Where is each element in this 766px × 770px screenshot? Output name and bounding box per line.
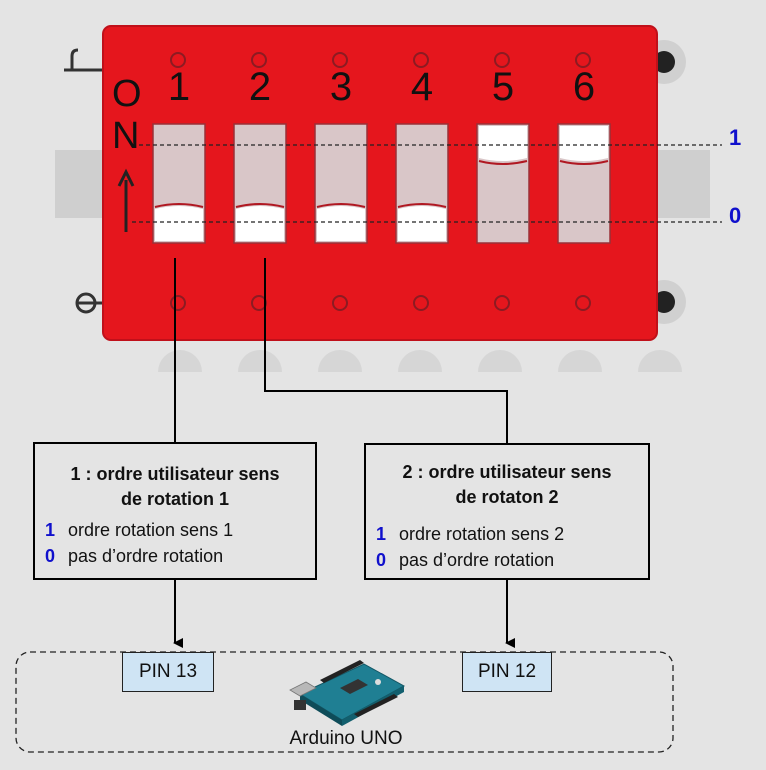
switch-hole-top-3: [332, 52, 348, 68]
box1-legend-key-1: 1: [45, 520, 56, 540]
switch-number-6: 6: [572, 65, 596, 109]
switch-slider-3: [316, 203, 366, 208]
pin-13: PIN 13: [122, 652, 214, 692]
switch-gap-4: [398, 206, 446, 241]
info-box-switch-2: 2 : ordre utilisateur sens de rotaton 2 …: [364, 443, 650, 580]
on-label-o: O: [112, 73, 142, 115]
switch-slots: [152, 123, 611, 244]
switch-number-5: 5: [491, 65, 515, 109]
arduino-label: Arduino UNO: [289, 728, 403, 749]
arduino-board-icon: [289, 660, 406, 726]
switch-slider-5: [478, 160, 528, 165]
box2-title-line1: 2 : ordre utilisateur sens: [402, 462, 612, 482]
background-holes: [158, 350, 682, 372]
switch-hole-bottom-5: [494, 295, 510, 311]
box1-legend-text-0: pas d’ordre rotation: [68, 546, 224, 566]
level-high-label: 1: [729, 125, 742, 150]
switch-number-1: 1: [167, 65, 191, 109]
switch-gap-1: [155, 206, 203, 241]
box2-legend-key-1: 1: [376, 524, 387, 544]
switch-gap-5: [479, 126, 527, 161]
switch-hole-bottom-1: [170, 295, 186, 311]
info-box-switch-1: 1 : ordre utilisateur sens de rotation 1…: [33, 442, 317, 580]
switch-side-marks: [64, 48, 102, 314]
switch-number-4: 4: [410, 65, 434, 109]
switch-slider-2: [235, 203, 285, 208]
arduino-container: [15, 651, 674, 753]
box1-legend-text-1: ordre rotation sens 1: [68, 520, 234, 540]
box2-legend-text-0: pas d’ordre rotation: [399, 550, 555, 570]
connector-switch2-box2: [264, 258, 508, 445]
on-arrow: [117, 168, 135, 232]
switch-hole-top-6: [575, 52, 591, 68]
box1-legend-key-0: 0: [45, 546, 56, 566]
box1-title-line1: 1 : ordre utilisateur sens: [70, 464, 280, 484]
switch-slider-6: [559, 160, 609, 165]
switch-slider-4: [397, 203, 447, 208]
box1-title-line2: de rotation 1: [120, 489, 229, 509]
switch-hole-bottom-6: [575, 295, 591, 311]
box2-legend-key-0: 0: [376, 550, 387, 570]
switch-hole-top-2: [251, 52, 267, 68]
switch-number-2: 2: [248, 65, 272, 109]
switch-hole-top-5: [494, 52, 510, 68]
level-low-label: 0: [729, 203, 742, 228]
pin-12: PIN 12: [462, 652, 552, 692]
switch-slider-1: [154, 203, 204, 208]
switch-gap-6: [560, 126, 608, 161]
switch-number-3: 3: [329, 65, 353, 109]
dip-switch-body: [102, 25, 658, 341]
switch-hole-top-1: [170, 52, 186, 68]
switch-hole-bottom-3: [332, 295, 348, 311]
switch-gap-3: [317, 206, 365, 241]
switch-gap-2: [236, 206, 284, 241]
switch-hole-bottom-4: [413, 295, 429, 311]
on-label-n: N: [112, 115, 140, 157]
connector-lines: [173, 258, 515, 648]
box2-legend-text-1: ordre rotation sens 2: [399, 524, 565, 544]
switch-hole-top-4: [413, 52, 429, 68]
switch-side-pins: [642, 40, 686, 324]
box2-title-line2: de rotaton 2: [455, 487, 559, 507]
switch-holes: [170, 52, 591, 311]
